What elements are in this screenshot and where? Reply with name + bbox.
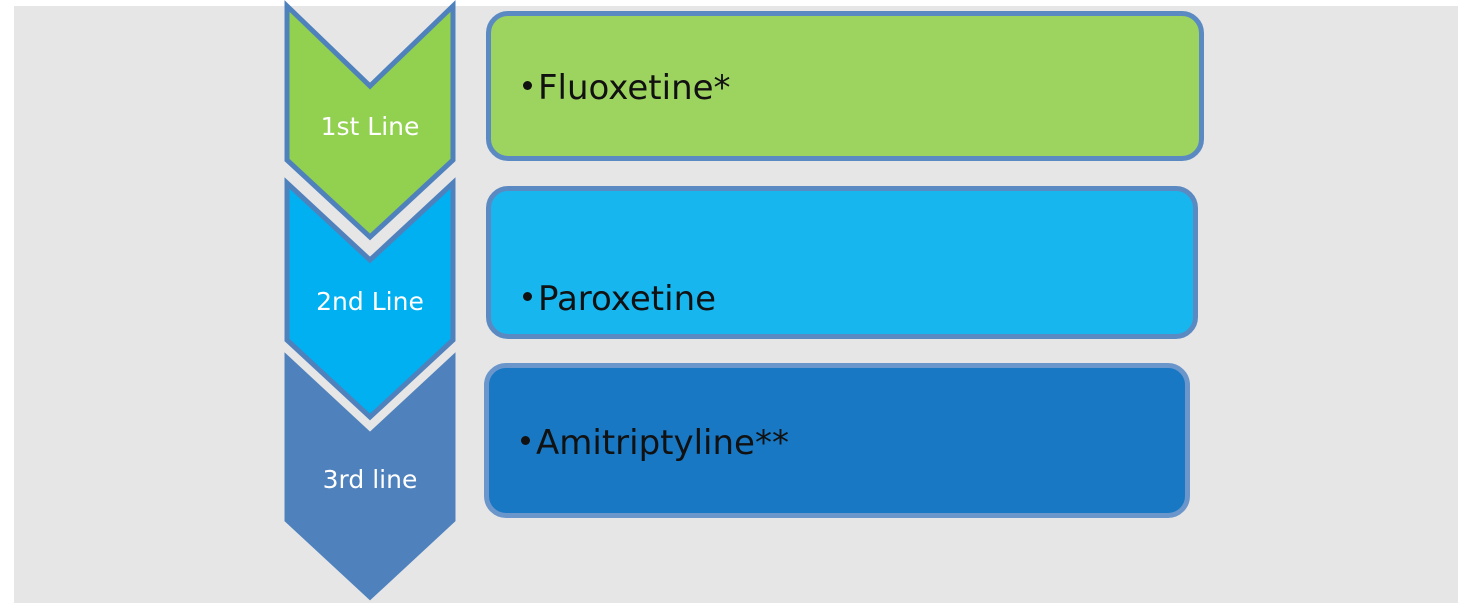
- stage-label-1st-line: 1st Line: [321, 112, 420, 141]
- chevron-3rd-line: [284, 352, 456, 601]
- stage-label-3rd-line: 3rd line: [323, 465, 418, 494]
- drug-item-paroxetine: Paroxetine: [523, 279, 716, 319]
- bullet-icon: [523, 292, 532, 301]
- bullet-icon: [523, 81, 532, 90]
- drug-item-fluoxetine: Fluoxetine*: [523, 68, 731, 108]
- drug-box-2nd-line: Paroxetine: [486, 186, 1198, 339]
- chevron-1st-line: [284, 0, 456, 241]
- chevron-2nd-line: [284, 177, 456, 421]
- drug-box-1st-line: Fluoxetine*: [486, 11, 1204, 161]
- drug-box-3rd-line: Amitriptyline**: [484, 363, 1190, 518]
- stage-label-2nd-line: 2nd Line: [316, 287, 424, 316]
- drug-item-amitriptyline: Amitriptyline**: [521, 423, 789, 463]
- bullet-icon: [521, 436, 530, 445]
